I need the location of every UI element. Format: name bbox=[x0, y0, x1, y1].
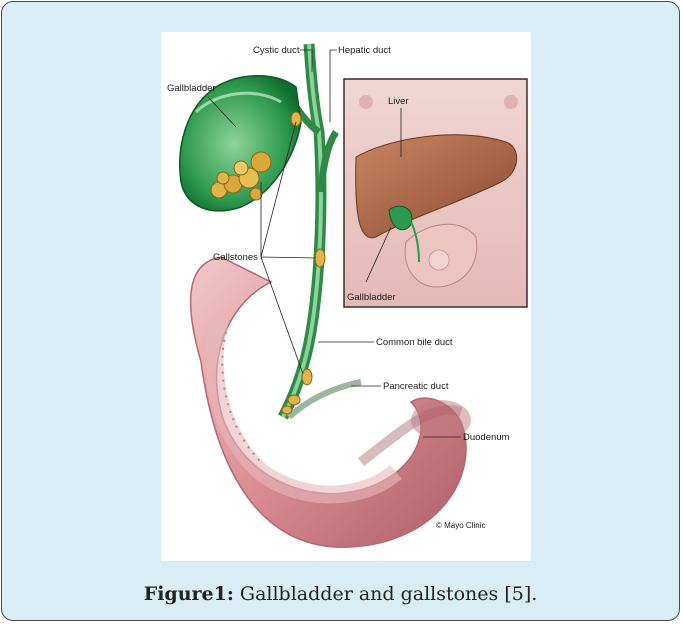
duct-gallstone bbox=[315, 249, 325, 267]
liver-label: Liver bbox=[388, 96, 409, 107]
duct-gallstone bbox=[302, 369, 312, 385]
inset-gallbladder-label: Gallbladder bbox=[347, 292, 396, 303]
duct-gallstone bbox=[282, 406, 292, 414]
cystic-duct-label: Cystic duct bbox=[253, 45, 300, 56]
figure-caption: Figure1: Gallbladder and gallstones [5]. bbox=[0, 583, 681, 605]
pancreatic-duct-label: Pancreatic duct bbox=[383, 381, 449, 392]
gallbladder-illustration bbox=[180, 76, 301, 211]
illustration-panel: Cystic duct Hepatic duct Gallbladder Gal… bbox=[161, 32, 531, 561]
common-bile-duct-label: Common bile duct bbox=[376, 337, 453, 348]
duodenum-label: Duodenum bbox=[463, 432, 510, 443]
figure-number: Figure1: bbox=[144, 583, 234, 605]
hepatic-duct-label: Hepatic duct bbox=[338, 45, 391, 56]
anatomy-illustration: Cystic duct Hepatic duct Gallbladder Gal… bbox=[161, 32, 531, 561]
gallstones-label: Gallstones bbox=[213, 252, 258, 263]
caption-text: Gallbladder and gallstones [5]. bbox=[234, 583, 537, 605]
duct-gallstone bbox=[288, 395, 300, 405]
inset-liver-view bbox=[344, 79, 527, 307]
gallbladder-label: Gallbladder bbox=[167, 83, 216, 94]
copyright-label: © Mayo Clinic bbox=[436, 521, 485, 530]
